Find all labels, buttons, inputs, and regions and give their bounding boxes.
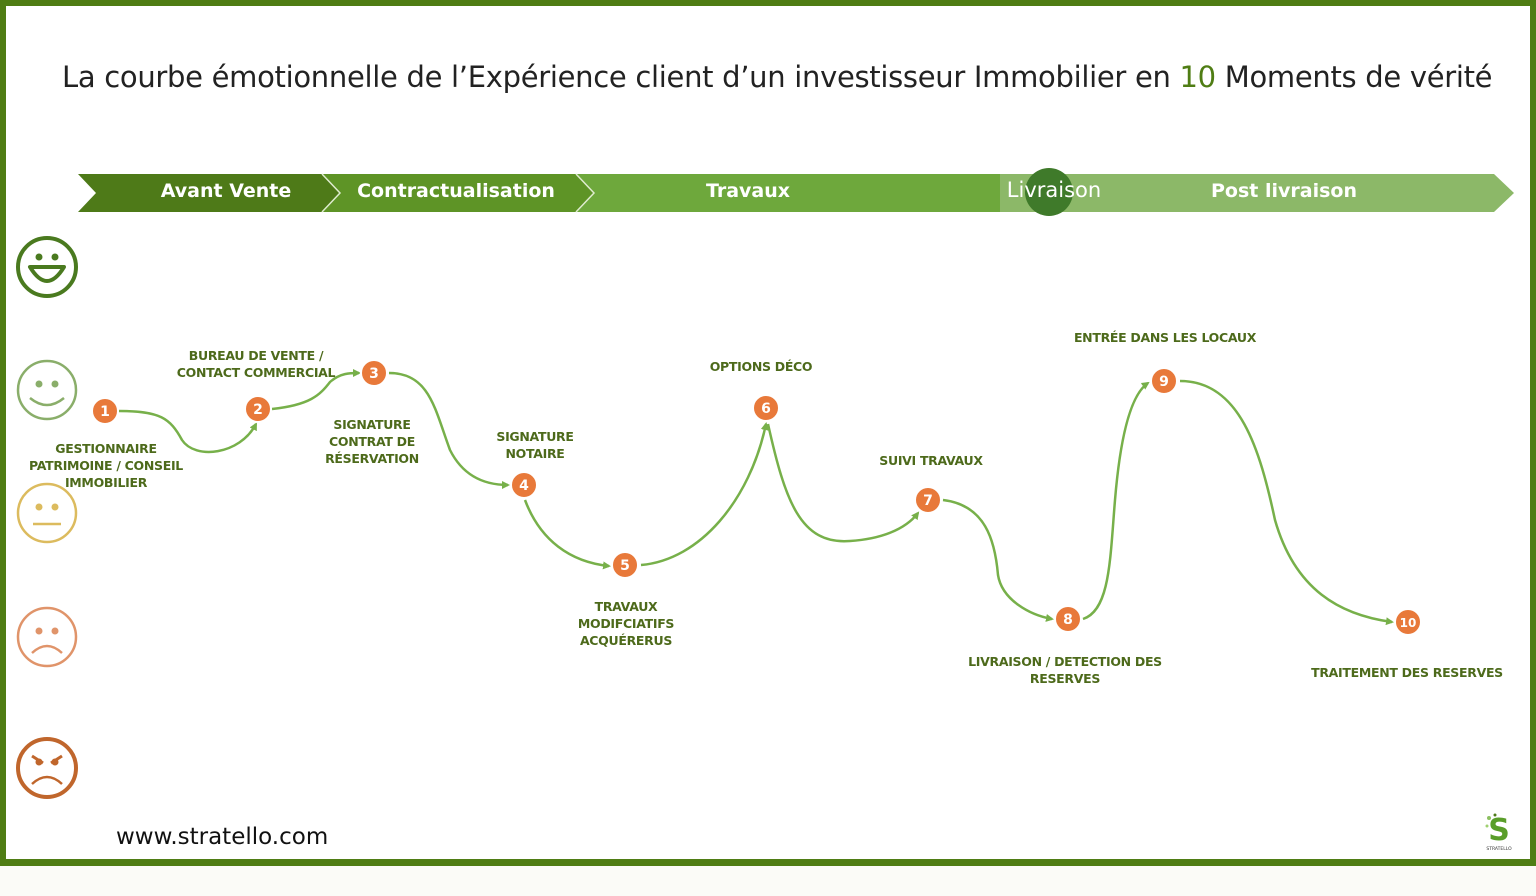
- label-line: NOTAIRE: [505, 446, 565, 461]
- phase-livraison: Livraison: [1006, 178, 1102, 202]
- label-line: CONTACT COMMERCIAL: [176, 365, 336, 380]
- phase-bar-post-livraison: [990, 174, 1514, 212]
- label-line: GESTIONNAIRE: [55, 441, 157, 456]
- journey-curve-segment: [1179, 379, 1394, 626]
- label-line: TRAVAUX: [594, 599, 658, 614]
- label-line: PATRIMOINE / CONSEIL: [29, 458, 183, 473]
- phase-post-livraison: Post livraison: [1211, 180, 1357, 202]
- sad-face-icon: [16, 606, 78, 668]
- svg-text:S: S: [1488, 813, 1510, 848]
- happy-face-icon: [16, 359, 78, 421]
- title-highlight: 10: [1179, 60, 1217, 94]
- moment-label-10: TRAITEMENT DES RESERVES: [1311, 664, 1503, 681]
- moment-label-9: ENTRÉE DANS LES LOCAUX: [1074, 329, 1256, 346]
- moment-number: 2: [253, 402, 263, 418]
- neutral-face-icon: [16, 482, 78, 544]
- phase-avant-vente: Avant Vente: [160, 180, 292, 202]
- moment-marker-9: 9: [1150, 367, 1178, 395]
- moment-number: 1: [100, 404, 110, 420]
- journey-curve-segment: [271, 369, 361, 411]
- moment-number: 3: [369, 366, 379, 382]
- label-line: BUREAU DE VENTE /: [188, 348, 324, 363]
- moment-label-1: GESTIONNAIRE PATRIMOINE / CONSEIL IMMOBILI…: [29, 440, 183, 491]
- label-line: LIVRAISON / DETECTION DES: [968, 654, 1162, 669]
- label-line: OPTIONS DÉCO: [709, 359, 813, 374]
- moment-number: 8: [1063, 612, 1073, 628]
- label-line: CONTRAT DE: [329, 434, 415, 449]
- phase-travaux: Travaux: [705, 180, 791, 202]
- journey-curve-segment: [640, 422, 769, 567]
- moment-marker-7: 7: [914, 486, 942, 514]
- label-line: SIGNATURE: [333, 417, 411, 432]
- stratello-logo: S STRATELLO: [1485, 813, 1512, 852]
- journey-curve-segment: [1082, 381, 1150, 621]
- moment-label-2: BUREAU DE VENTE / CONTACT COMMERCIAL: [176, 347, 336, 381]
- moment-label-7: SUIVI TRAVAUX: [879, 452, 983, 469]
- journey-curve-segment: [523, 499, 611, 570]
- phase-bar-avant-vente: [78, 174, 340, 212]
- moment-number: 10: [1400, 616, 1417, 630]
- slide-frame: [0, 0, 1536, 866]
- moment-marker-6: 6: [752, 394, 780, 422]
- moment-label-8: LIVRAISON / DETECTION DES RESERVES: [968, 653, 1162, 687]
- label-line: SIGNATURE: [496, 429, 574, 444]
- moment-number: 5: [620, 558, 630, 574]
- phase-contractualisation: Contractualisation: [357, 180, 555, 202]
- svg-text:STRATELLO: STRATELLO: [1486, 846, 1512, 852]
- moment-marker-2: 2: [244, 395, 272, 423]
- title-text-end: Moments de vérité: [1215, 60, 1493, 94]
- page-bottom: [0, 866, 1536, 896]
- journey-curve-segment: [766, 423, 920, 543]
- journey-curve-segment: [118, 409, 258, 454]
- journey-curve-segment: [388, 371, 510, 489]
- label-line: RESERVES: [1029, 671, 1101, 686]
- moment-marker-8: 8: [1054, 605, 1082, 633]
- label-line: ACQUÉRERUS: [579, 633, 673, 648]
- phase-bar-travaux: [576, 174, 1000, 212]
- livraison-milestone-icon: [1025, 168, 1073, 216]
- moment-marker-1: 1: [91, 397, 119, 425]
- moment-number: 6: [761, 401, 771, 417]
- moment-label-4: SIGNATURE NOTAIRE: [496, 428, 574, 462]
- website-url[interactable]: www.stratello.com: [116, 824, 329, 850]
- label-line: SUIVI TRAVAUX: [879, 453, 983, 468]
- label-line: TRAITEMENT DES RESERVES: [1311, 665, 1503, 680]
- page-title: La courbe émotionnelle de l’Expérience c…: [62, 60, 1493, 94]
- moment-marker-10: 10: [1394, 608, 1422, 636]
- moment-marker-3: 3: [360, 359, 388, 387]
- title-text: La courbe émotionnelle de l’Expérience c…: [62, 60, 1180, 94]
- label-line: RÉSERVATION: [325, 451, 419, 466]
- journey-curve-segment: [942, 498, 1054, 622]
- moment-marker-4: 4: [510, 471, 538, 499]
- label-line: ENTRÉE DANS LES LOCAUX: [1073, 330, 1257, 345]
- label-line: IMMOBILIER: [64, 475, 148, 490]
- moment-marker-5: 5: [611, 551, 639, 579]
- moment-number: 7: [923, 493, 933, 509]
- angry-face-icon: [16, 737, 78, 799]
- moment-label-6: OPTIONS DÉCO: [710, 358, 813, 375]
- moment-label-5: TRAVAUX MODIFCIATIFS ACQUÉRERUS: [577, 598, 675, 649]
- very-happy-face-icon: [16, 236, 78, 298]
- label-line: MODIFCIATIFS: [577, 616, 675, 631]
- moment-label-3: SIGNATURE CONTRAT DE RÉSERVATION: [325, 416, 419, 467]
- phase-bar-contractualisation: [322, 174, 594, 212]
- moment-number: 9: [1159, 374, 1169, 390]
- moment-number: 4: [519, 478, 529, 494]
